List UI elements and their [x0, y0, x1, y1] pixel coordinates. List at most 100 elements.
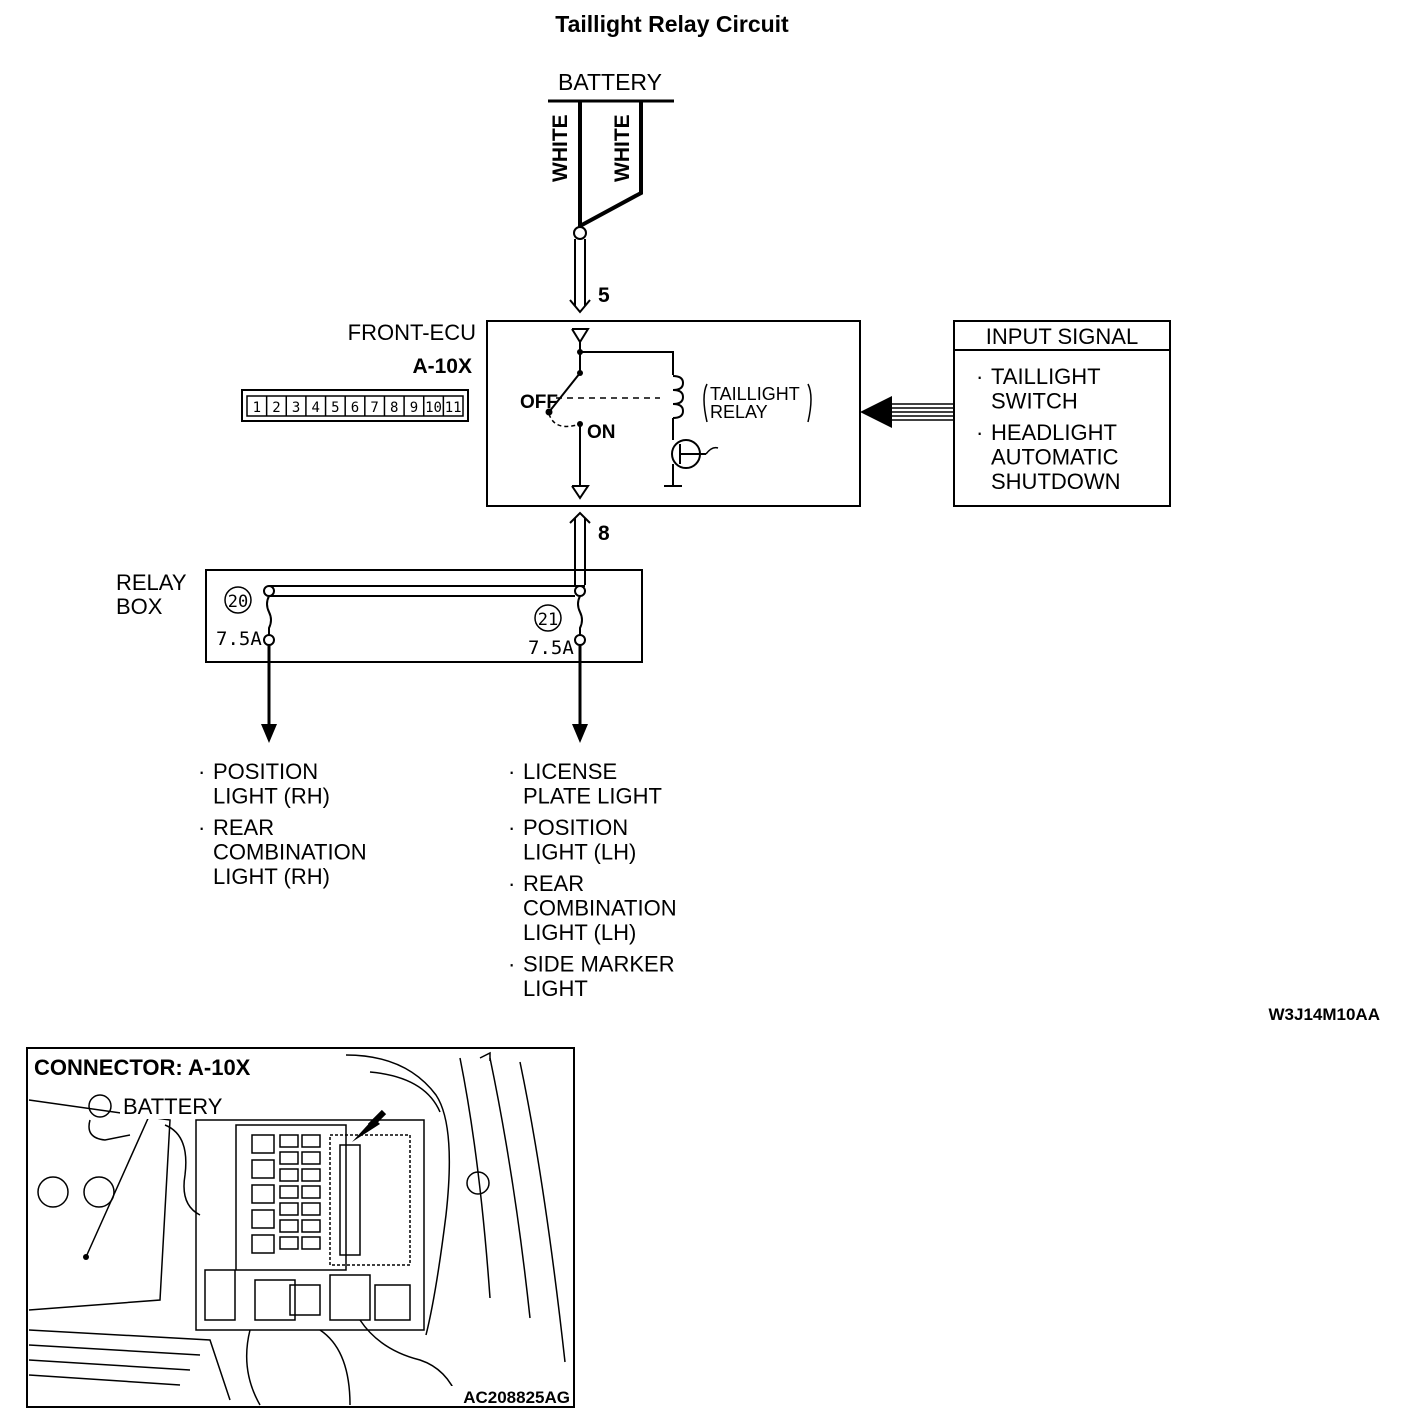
splice-point	[573, 226, 587, 240]
relay-label-bracket-right	[807, 383, 812, 423]
list-item-line: COMBINATION	[213, 840, 367, 865]
input-signal-box	[953, 320, 1171, 507]
list-item-line: REAR	[213, 815, 274, 840]
output-arrow-left	[261, 724, 277, 743]
wire-color-2: WHITE	[611, 114, 634, 182]
list-bullet: ·	[198, 815, 205, 840]
pin-number: 9	[410, 400, 418, 416]
pin-number: 11	[445, 400, 462, 416]
relay-label-2: RELAY	[710, 402, 768, 422]
ecu-connector-label: A-10X	[412, 355, 472, 378]
list-item-line: SIDE MARKER	[523, 952, 675, 977]
fuse-21-bottom-terminal	[574, 634, 586, 646]
list-item-line: LIGHT (RH)	[213, 864, 330, 889]
list-item-line: HEADLIGHT	[991, 420, 1117, 445]
connector-view-frame	[26, 1047, 575, 1408]
pin-number: 7	[370, 400, 378, 416]
ecu-out-terminal	[571, 485, 590, 500]
pin-number: 1	[253, 400, 261, 416]
transistor-input-tail	[705, 446, 719, 455]
battery-label: BATTERY	[558, 69, 662, 95]
fuse-20-element	[266, 595, 272, 635]
list-bullet: ·	[976, 364, 983, 389]
list-item-line: PLATE LIGHT	[523, 784, 662, 809]
diagram-title: Taillight Relay Circuit	[555, 11, 789, 37]
pin-number: 4	[312, 400, 320, 416]
list-bullet: ·	[508, 815, 515, 840]
output-arrow-right	[572, 724, 588, 743]
fuse-21-number: 21	[538, 610, 558, 630]
image-code-bg	[448, 1386, 572, 1406]
coil-feed-wire	[580, 351, 674, 375]
wire-color-1: WHITE	[549, 114, 572, 182]
relay-box-label-2: BOX	[116, 594, 163, 619]
fuse-20-bottom-terminal	[263, 634, 275, 646]
list-item-line: POSITION	[213, 759, 318, 784]
fuse-21-element	[577, 595, 583, 635]
connector-out-symbol	[569, 511, 591, 524]
pin-out-label: 8	[598, 522, 610, 545]
list-item-line: SWITCH	[991, 389, 1078, 414]
switch-arm	[548, 372, 581, 413]
fuse-21-rating: 7.5A	[528, 637, 574, 659]
input-signal-title: INPUT SIGNAL	[986, 324, 1138, 349]
list-item-line: SHUTDOWN	[991, 469, 1121, 494]
list-item-line: LIGHT (LH)	[523, 840, 636, 865]
fuse-20-rating: 7.5A	[216, 628, 262, 650]
switch-on-label: ON	[587, 422, 616, 443]
engine-bay-drawing	[28, 1051, 566, 1406]
connector-view-title: CONNECTOR: A-10X	[34, 1055, 251, 1080]
battery-wire-2	[579, 101, 643, 228]
pin-number: 8	[390, 400, 398, 416]
relay-box-outline	[205, 569, 643, 663]
pin-in-label: 5	[598, 284, 610, 307]
pin-number: 3	[292, 400, 300, 416]
list-bullet: ·	[508, 759, 515, 784]
ecu-box	[486, 320, 861, 507]
list-item-line: LICENSE	[523, 759, 617, 784]
list-bullet: ·	[508, 871, 515, 896]
connector-in-symbol	[569, 299, 591, 314]
signal-arrow	[860, 396, 954, 428]
list-item-line: COMBINATION	[523, 896, 677, 921]
pin-number: 2	[272, 400, 280, 416]
list-item-line: LIGHT (LH)	[523, 920, 636, 945]
pin-number: 6	[351, 400, 359, 416]
list-bullet: ·	[508, 952, 515, 977]
list-item-line: LIGHT	[523, 976, 588, 1001]
fuse-21-top-terminal	[574, 585, 586, 597]
fuse-20-number: 20	[228, 592, 248, 612]
battery-leader-dot	[83, 1254, 89, 1260]
connector-view-battery: BATTERY	[123, 1094, 223, 1119]
switch-pivot	[545, 408, 553, 416]
connector-pointer-shaft	[367, 1109, 387, 1129]
ecu-name: FRONT-ECU	[348, 320, 476, 345]
diagram-code: W3J14M10AA	[1269, 1005, 1381, 1024]
list-item-line: POSITION	[523, 815, 628, 840]
pin-number: 10	[425, 400, 442, 416]
connector-battery-bg	[120, 1093, 235, 1119]
list-bullet: ·	[976, 420, 983, 445]
connector-location-view: CONNECTOR: A-10X BATTERY AC208825AG	[26, 1047, 575, 1408]
fuse-21-badge	[534, 604, 562, 632]
list-item-line: REAR	[523, 871, 584, 896]
relay-label-1: TAILLIGHT	[710, 384, 800, 404]
relay-label-bracket-left	[703, 383, 708, 423]
list-item-line: AUTOMATIC	[991, 445, 1119, 470]
battery-leader	[85, 1113, 151, 1258]
list-bullet: ·	[198, 759, 205, 784]
relay-coil	[672, 375, 685, 419]
fuse-20-badge	[224, 586, 252, 614]
switch-off-label: OFF	[520, 392, 558, 413]
list-item-line: LIGHT (RH)	[213, 784, 330, 809]
relay-box-label-1: RELAY	[116, 570, 187, 595]
connector-title-bg	[30, 1052, 280, 1082]
fuse-20-top-terminal	[263, 585, 275, 597]
ecu-in-terminal	[571, 328, 590, 344]
input-signal-list: ·TAILLIGHTSWITCH·HEADLIGHTAUTOMATICSHUTD…	[976, 364, 1121, 494]
switch-travel-arc	[548, 413, 581, 428]
